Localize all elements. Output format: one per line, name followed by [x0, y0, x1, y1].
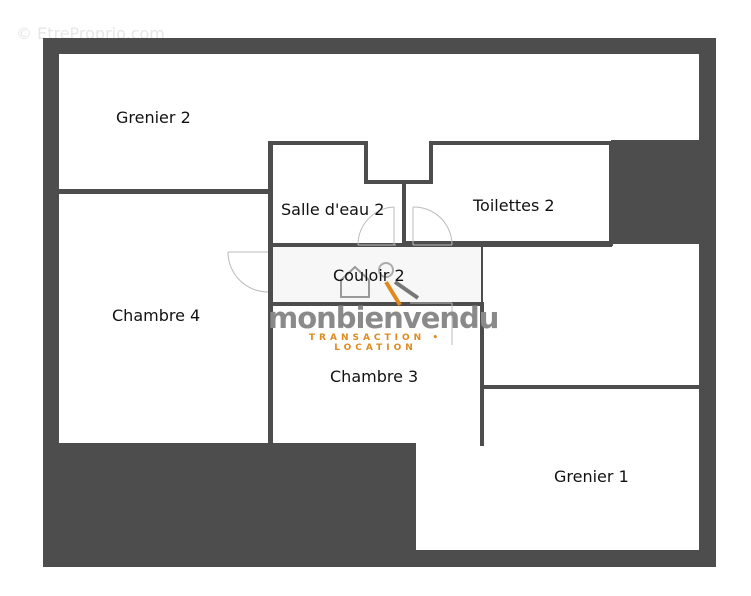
- agency-logo: monbienvendu TRANSACTION • LOCATION: [268, 301, 499, 353]
- logo-name: monbienvendu: [268, 301, 499, 335]
- room-right-area-top: [613, 244, 699, 247]
- logo-house-key-icon: [340, 262, 420, 307]
- room-label-grenier-2: Grenier 2: [116, 108, 191, 127]
- room-label-couloir-2: Couloir 2: [333, 266, 405, 285]
- room-label-salle-deau-2: Salle d'eau 2: [281, 200, 385, 219]
- logo-tagline: TRANSACTION • LOCATION: [308, 333, 443, 353]
- room-salle-deau-2: [273, 145, 402, 243]
- room-label-chambre-3: Chambre 3: [330, 367, 419, 386]
- room-label-chambre-4: Chambre 4: [112, 306, 201, 325]
- room-chambre-4: [59, 194, 268, 444]
- doors: [227, 206, 453, 345]
- room-grenier-2-left: [59, 140, 269, 190]
- room-toilettes-2: [406, 145, 609, 241]
- notch: [368, 143, 429, 181]
- room-grenier-2: [59, 54, 699, 141]
- room-label-toilettes-2: Toilettes 2: [473, 196, 555, 215]
- room-label-grenier-1: Grenier 1: [554, 467, 629, 486]
- room-grenier-1: [414, 389, 699, 550]
- room-right-area: [483, 246, 699, 385]
- interior-walls: [59, 141, 699, 550]
- room-couloir-2: [273, 246, 481, 303]
